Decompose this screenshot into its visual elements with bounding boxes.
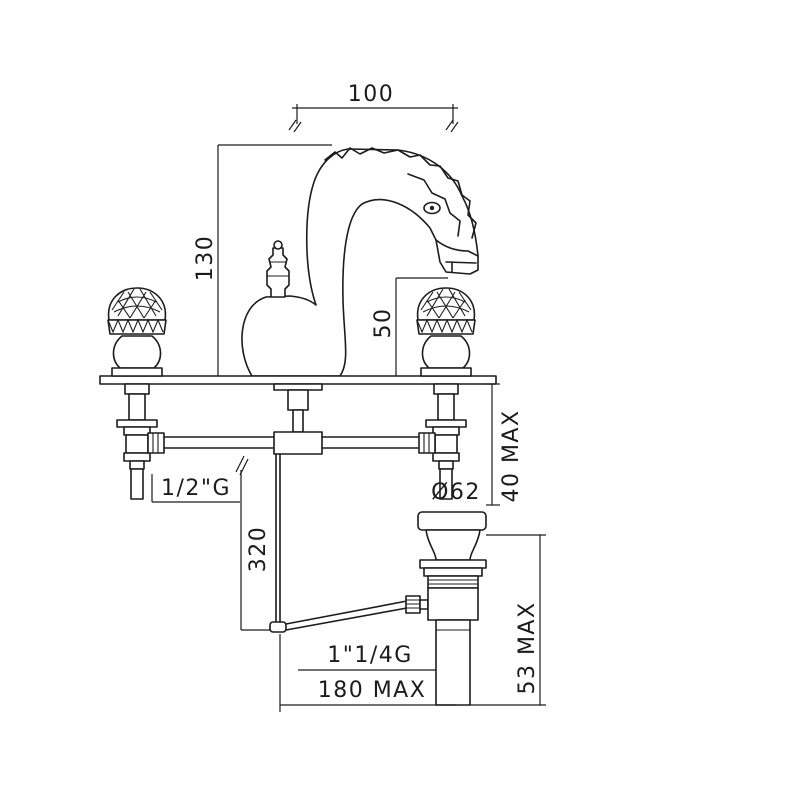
break-mark-left bbox=[288, 119, 302, 133]
swan-pupil bbox=[429, 205, 435, 211]
waste-tailpipe bbox=[435, 619, 471, 706]
dimension-spout-reach: 100 bbox=[288, 82, 459, 133]
mixing-manifold bbox=[147, 383, 436, 455]
finial-ball bbox=[273, 240, 283, 250]
valve-connector bbox=[125, 434, 149, 454]
handle-flange bbox=[111, 367, 163, 377]
swan-eye-icon bbox=[423, 201, 441, 215]
dimension-waste-distance: 180 MAX bbox=[279, 634, 456, 712]
waste-thread-label: 1"1/4G bbox=[327, 643, 413, 668]
cross-tube-right bbox=[321, 436, 420, 449]
pull-rod-length-label: 320 bbox=[246, 526, 271, 573]
dimension-overall-height: 130 bbox=[193, 144, 332, 376]
knob-scallops bbox=[107, 318, 164, 334]
valve-washer bbox=[116, 419, 158, 428]
tee-junction bbox=[273, 431, 323, 455]
pull-rod-shaft bbox=[275, 453, 281, 624]
inlet-tail bbox=[130, 468, 144, 500]
valve-nut bbox=[432, 426, 460, 436]
pop-up-waste bbox=[417, 511, 487, 706]
handle-flange bbox=[420, 367, 472, 377]
dimension-pull-rod: 320 bbox=[235, 455, 271, 631]
spout-nozzle bbox=[445, 261, 477, 273]
deck-thickness-label: 40 MAX bbox=[499, 409, 524, 502]
inlet-neck bbox=[129, 460, 145, 470]
swan-spout bbox=[241, 147, 479, 377]
crystal-facets bbox=[111, 288, 163, 319]
knob-scallops bbox=[416, 318, 473, 334]
inlet-nut bbox=[123, 452, 151, 462]
waste-thread-section bbox=[427, 575, 479, 589]
inlet-nut bbox=[432, 452, 460, 462]
swan-feather-crest bbox=[324, 147, 477, 239]
waste-body bbox=[427, 587, 479, 621]
crystal-knob-icon bbox=[107, 287, 167, 321]
dimension-deck-thickness: 40 MAX bbox=[486, 383, 524, 506]
supply-thread-callout: 1/2"G bbox=[151, 474, 240, 503]
valve-connector bbox=[434, 434, 458, 454]
valve-body bbox=[128, 393, 146, 421]
collar-ridges-right bbox=[423, 433, 430, 453]
waste-neck bbox=[425, 529, 481, 561]
handle-bell bbox=[421, 335, 471, 369]
swan-body-outline bbox=[241, 148, 479, 377]
waste-locknut bbox=[419, 559, 487, 569]
waste-washer bbox=[423, 567, 483, 577]
pop-up-knob bbox=[266, 240, 290, 298]
waste-threads bbox=[428, 579, 478, 585]
finial-rings bbox=[267, 261, 289, 277]
overall-height-label: 130 bbox=[193, 235, 218, 282]
cross-tube-collar-left bbox=[147, 432, 165, 454]
inlet-neck bbox=[438, 460, 454, 470]
deck-plate bbox=[99, 375, 497, 385]
cross-tube-left bbox=[163, 436, 275, 449]
swan-wing-detail bbox=[407, 173, 461, 237]
valve-collar bbox=[433, 383, 459, 395]
dimension-spout-clearance: 50 bbox=[371, 277, 448, 376]
handle-bell bbox=[112, 335, 162, 369]
spout-reach-label: 100 bbox=[348, 82, 395, 107]
valve-washer bbox=[425, 419, 467, 428]
inlet-tail bbox=[439, 468, 453, 500]
swan-beak-line bbox=[435, 239, 479, 257]
spout-clearance-label: 50 bbox=[371, 308, 396, 339]
pull-rod-clip bbox=[269, 621, 287, 633]
dimension-waste-height: 53 MAX bbox=[470, 534, 546, 706]
supply-thread-label: 1/2"G bbox=[161, 476, 231, 501]
valve-nut bbox=[123, 426, 151, 436]
finial-body bbox=[266, 247, 290, 298]
cross-tube-collar-right bbox=[418, 432, 436, 454]
crystal-facets bbox=[420, 288, 472, 319]
collar-ridges-left bbox=[152, 433, 159, 453]
break-mark-right bbox=[445, 119, 459, 133]
break-mark bbox=[235, 455, 249, 476]
valve-collar bbox=[124, 383, 150, 395]
waste-flange-diameter-label: Ø62 bbox=[431, 480, 481, 505]
pull-rod bbox=[269, 453, 429, 633]
pivot-stub bbox=[419, 599, 429, 610]
linkage-rod bbox=[285, 600, 408, 631]
left-handle bbox=[107, 287, 167, 500]
shank-body bbox=[287, 389, 309, 411]
right-handle bbox=[416, 287, 476, 500]
shank-stem bbox=[292, 409, 304, 433]
waste-thread-callout: 1"1/4G bbox=[298, 643, 436, 671]
waste-distance-label: 180 MAX bbox=[318, 678, 427, 703]
waste-height-label: 53 MAX bbox=[515, 601, 540, 694]
waste-flange bbox=[417, 511, 487, 531]
valve-body bbox=[437, 393, 455, 421]
shank-cap bbox=[273, 383, 323, 391]
crystal-knob-icon bbox=[416, 287, 476, 321]
pivot-threads bbox=[406, 599, 420, 609]
